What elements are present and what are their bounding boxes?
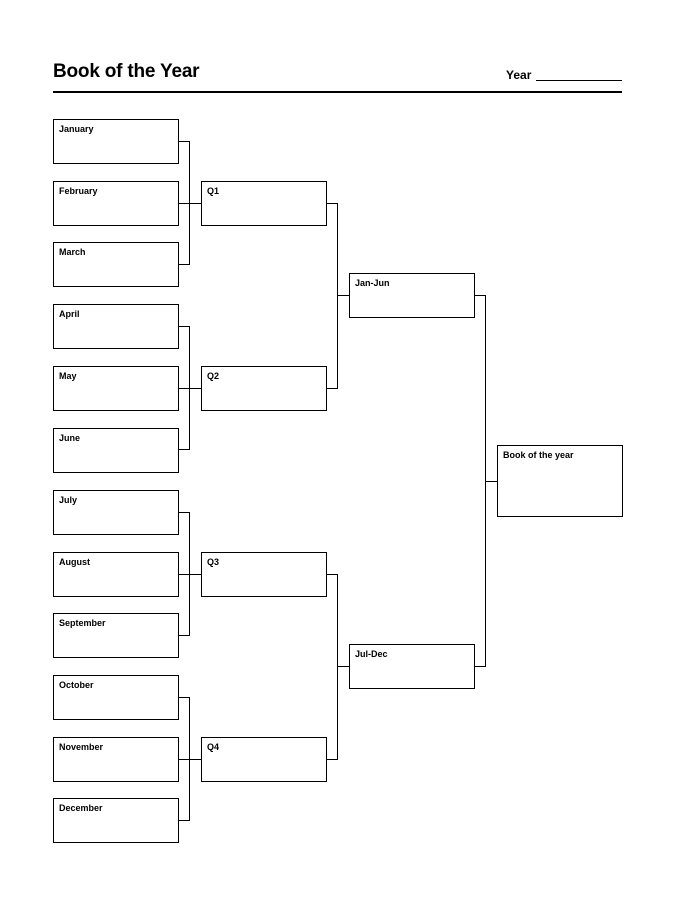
year-label: Year xyxy=(506,68,532,82)
bracket-box-june[interactable]: June xyxy=(53,428,179,473)
bracket-box-q2[interactable]: Q2 xyxy=(201,366,327,411)
box-label: May xyxy=(59,371,77,381)
bracket-box-q4[interactable]: Q4 xyxy=(201,737,327,782)
box-label: November xyxy=(59,742,104,752)
bracket-box-january[interactable]: January xyxy=(53,119,179,164)
box-label: Q1 xyxy=(207,186,220,196)
box-label: September xyxy=(59,618,106,628)
connector-jul-dec xyxy=(326,574,349,760)
bracket-box-march[interactable]: March xyxy=(53,242,179,287)
bracket-box-book-of-the-year[interactable]: Book of the year xyxy=(497,445,623,517)
box-label: April xyxy=(59,309,80,319)
box-label: Jan-Jun xyxy=(355,278,390,288)
box-label: July xyxy=(59,495,78,505)
connector-final xyxy=(474,295,497,667)
connector-q3 xyxy=(178,512,201,636)
bracket-box-february[interactable]: February xyxy=(53,181,179,226)
box-label: January xyxy=(59,124,94,134)
box-label: March xyxy=(59,247,86,257)
box-label: Book of the year xyxy=(503,450,574,460)
box-label: June xyxy=(59,433,81,443)
box-label: February xyxy=(59,186,98,196)
bracket-box-december[interactable]: December xyxy=(53,798,179,843)
bracket-box-august[interactable]: August xyxy=(53,552,179,597)
header-divider xyxy=(53,91,622,93)
bracket-box-jan-jun[interactable]: Jan-Jun xyxy=(349,273,475,318)
box-label: Q2 xyxy=(207,371,220,381)
box-label: Q4 xyxy=(207,742,220,752)
box-label: December xyxy=(59,803,103,813)
box-label: October xyxy=(59,680,94,690)
connector-q4 xyxy=(178,697,201,821)
bracket-box-november[interactable]: November xyxy=(53,737,179,782)
bracket-box-q1[interactable]: Q1 xyxy=(201,181,327,226)
box-label: August xyxy=(59,557,90,567)
page-title: Book of the Year xyxy=(53,61,200,82)
bracket-box-april[interactable]: April xyxy=(53,304,179,349)
connector-q2 xyxy=(178,326,201,450)
bracket-box-october[interactable]: October xyxy=(53,675,179,720)
bracket-box-may[interactable]: May xyxy=(53,366,179,411)
bracket-box-july[interactable]: July xyxy=(53,490,179,535)
bracket-box-jul-dec[interactable]: Jul-Dec xyxy=(349,644,475,689)
bracket-box-september[interactable]: September xyxy=(53,613,179,658)
box-label: Jul-Dec xyxy=(355,649,388,659)
connector-jan-jun xyxy=(326,203,349,389)
year-field[interactable] xyxy=(536,80,622,81)
connector-q1 xyxy=(178,141,201,265)
bracket-box-q3[interactable]: Q3 xyxy=(201,552,327,597)
box-label: Q3 xyxy=(207,557,220,567)
